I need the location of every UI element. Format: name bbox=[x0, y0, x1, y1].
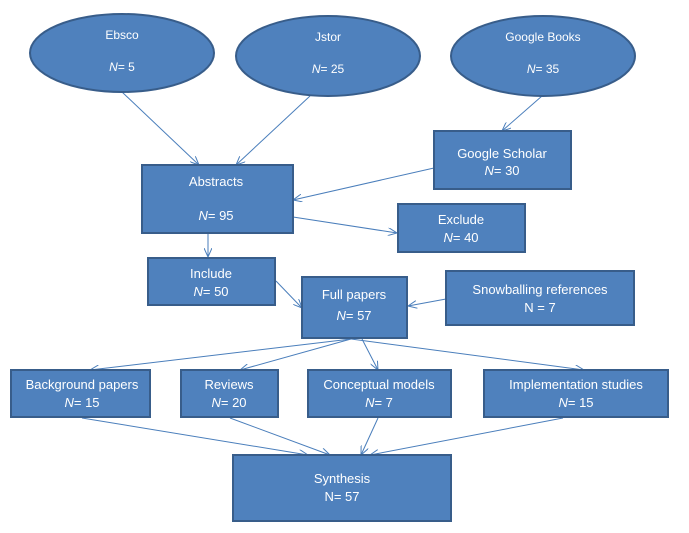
arrow-background-to-synthesis bbox=[81, 417, 308, 455]
full-papers-shape bbox=[301, 276, 408, 339]
google-books-shape bbox=[450, 15, 636, 97]
exclude-count: N= 40 bbox=[443, 230, 478, 245]
arrow-reviews-to-synthesis bbox=[229, 417, 330, 455]
node-reviews: Reviews N= 20 bbox=[180, 369, 279, 418]
jstor-count: N= 25 bbox=[312, 62, 345, 76]
abstracts-shape bbox=[141, 164, 294, 234]
include-title: Include bbox=[190, 266, 232, 281]
conceptual-models-shape bbox=[307, 369, 452, 418]
jstor-shape bbox=[235, 15, 421, 97]
abstracts-count: N= 95 bbox=[198, 208, 233, 223]
node-abstracts: Abstracts N= 95 bbox=[141, 164, 294, 234]
background-papers-title: Background papers bbox=[26, 377, 139, 392]
ebsco-title: Ebsco bbox=[105, 28, 139, 42]
connectors bbox=[81, 91, 584, 455]
full-papers-title: Full papers bbox=[322, 287, 387, 302]
exclude-title: Exclude bbox=[438, 212, 484, 227]
reviews-shape bbox=[180, 369, 279, 418]
full-papers-count: N= 57 bbox=[336, 308, 371, 323]
include-shape bbox=[147, 257, 276, 306]
node-background-papers: Background papers N= 15 bbox=[10, 369, 151, 418]
node-include: Include N= 50 bbox=[147, 257, 276, 306]
arrow-fullpapers-to-reviews bbox=[240, 338, 352, 370]
node-ebsco: Ebsco N= 5 bbox=[29, 13, 215, 93]
reviews-count: N= 20 bbox=[211, 395, 246, 410]
arrow-ebsco-to-abstracts bbox=[121, 91, 199, 165]
arrow-scholar-to-abstracts bbox=[293, 167, 435, 200]
arrow-fullpapers-to-conceptual bbox=[361, 338, 378, 370]
synthesis-title: Synthesis bbox=[314, 471, 371, 486]
google-books-title: Google Books bbox=[505, 30, 580, 44]
arrow-abstracts-to-exclude bbox=[292, 216, 397, 233]
synthesis-shape bbox=[232, 454, 452, 522]
arrow-include-to-fullpapers bbox=[275, 280, 302, 308]
conceptual-models-count: N= 7 bbox=[365, 395, 393, 410]
abstracts-title: Abstracts bbox=[189, 174, 244, 189]
arrow-googlebooks-to-scholar bbox=[502, 95, 543, 131]
snowballing-count: N = 7 bbox=[524, 300, 555, 315]
reviews-title: Reviews bbox=[204, 377, 254, 392]
google-books-count: N= 35 bbox=[527, 62, 560, 76]
node-snowballing: Snowballing references N = 7 bbox=[445, 270, 635, 326]
implementation-studies-count: N= 15 bbox=[558, 395, 593, 410]
arrow-fullpapers-to-background bbox=[90, 338, 352, 370]
node-conceptual-models: Conceptual models N= 7 bbox=[307, 369, 452, 418]
implementation-studies-title: Implementation studies bbox=[509, 377, 643, 392]
synthesis-count: N= 57 bbox=[324, 489, 359, 504]
node-full-papers: Full papers N= 57 bbox=[301, 276, 408, 339]
node-jstor: Jstor N= 25 bbox=[235, 15, 421, 97]
ebsco-count: N= 5 bbox=[109, 60, 135, 74]
node-implementation-studies: Implementation studies N= 15 bbox=[483, 369, 669, 418]
arrow-conceptual-to-synthesis bbox=[361, 417, 379, 455]
node-exclude: Exclude N= 40 bbox=[397, 203, 526, 253]
implementation-studies-shape bbox=[483, 369, 669, 418]
snowballing-title: Snowballing references bbox=[472, 282, 608, 297]
google-scholar-count: N= 30 bbox=[484, 163, 519, 178]
arrow-fullpapers-to-implementation bbox=[350, 338, 584, 370]
arrow-jstor-to-abstracts bbox=[236, 95, 311, 165]
google-scholar-shape bbox=[433, 130, 572, 190]
arrow-snowballing-to-fullpapers bbox=[408, 298, 447, 306]
node-synthesis: Synthesis N= 57 bbox=[232, 454, 452, 522]
background-papers-shape bbox=[10, 369, 151, 418]
arrow-implementation-to-synthesis bbox=[370, 417, 564, 455]
background-papers-count: N= 15 bbox=[64, 395, 99, 410]
snowballing-shape bbox=[445, 270, 635, 326]
ebsco-shape bbox=[29, 13, 215, 93]
google-scholar-title: Google Scholar bbox=[457, 146, 547, 161]
conceptual-models-title: Conceptual models bbox=[323, 377, 435, 392]
exclude-shape bbox=[397, 203, 526, 253]
jstor-title: Jstor bbox=[315, 30, 341, 44]
node-google-books: Google Books N= 35 bbox=[450, 15, 636, 97]
node-google-scholar: Google Scholar N= 30 bbox=[433, 130, 572, 190]
include-count: N= 50 bbox=[193, 284, 228, 299]
